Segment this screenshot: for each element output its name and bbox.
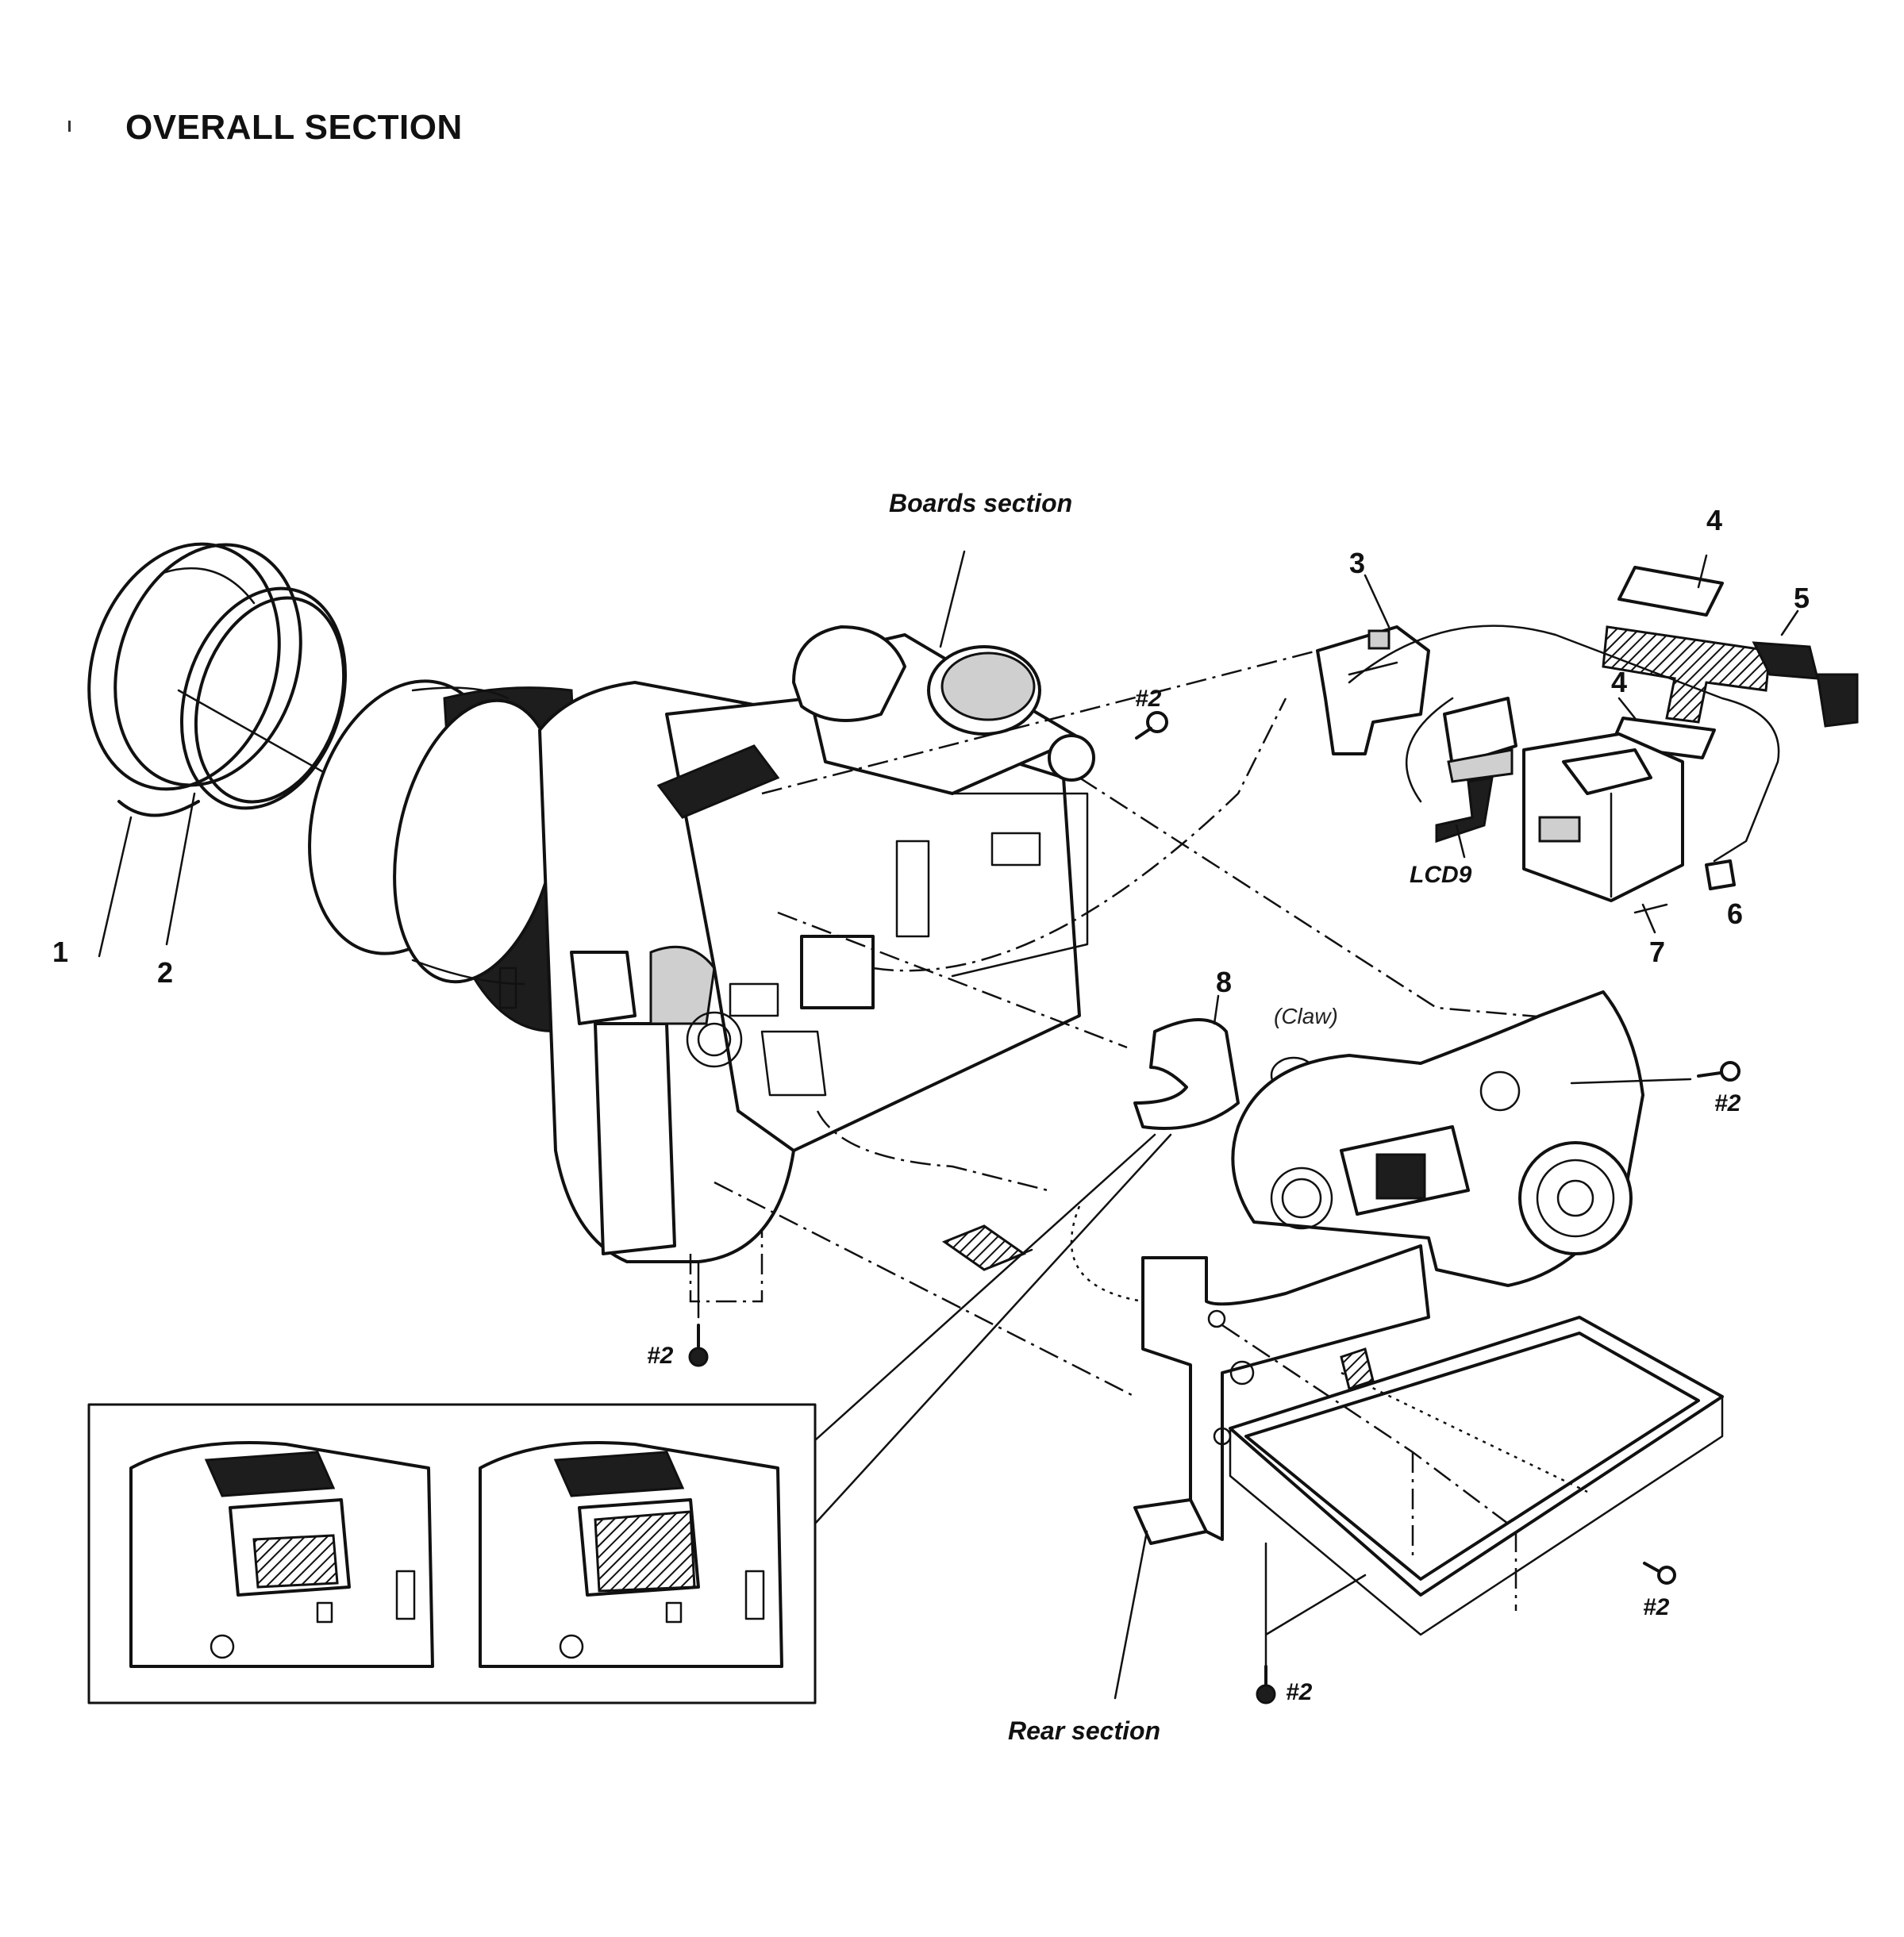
label-boards-section: Boards section bbox=[889, 489, 1072, 517]
screw-label-bottom: #2 bbox=[1286, 1679, 1313, 1705]
leader-5 bbox=[1780, 609, 1799, 636]
leader-rear bbox=[1114, 1530, 1148, 1700]
leader-lcd9 bbox=[1455, 824, 1466, 859]
part-7-viewfinder-block bbox=[1522, 732, 1684, 914]
flex-cable-path bbox=[1405, 697, 1454, 803]
callout-lcd9: LCD9 bbox=[1410, 862, 1472, 888]
screw-icon bbox=[688, 1324, 709, 1367]
guide-line bbox=[872, 698, 1287, 972]
flex-cable-path bbox=[1348, 625, 1780, 863]
leader-boards bbox=[939, 550, 966, 648]
guide-line bbox=[689, 1230, 764, 1303]
guide-line bbox=[761, 649, 1318, 795]
guide-line bbox=[777, 911, 1128, 1049]
label-rear-section: Rear section bbox=[1008, 1716, 1160, 1745]
lcd-monitor-panel bbox=[1229, 1316, 1724, 1636]
detail-inset bbox=[87, 1133, 1172, 1704]
callout-2: 2 bbox=[157, 956, 173, 989]
screw-icon bbox=[1697, 1061, 1741, 1082]
leader-4b bbox=[1617, 697, 1637, 720]
leader-7 bbox=[1641, 903, 1656, 934]
screw-label-lcd: #2 bbox=[1643, 1594, 1670, 1620]
screw-label-top: #2 bbox=[1135, 686, 1162, 712]
screw-label-right: #2 bbox=[1714, 1090, 1741, 1116]
callout-6: 6 bbox=[1727, 897, 1743, 930]
callout-5: 5 bbox=[1794, 582, 1810, 614]
guide-line bbox=[1070, 1205, 1144, 1303]
guide-line bbox=[714, 1181, 1136, 1398]
part-6-sheet bbox=[1705, 859, 1736, 890]
leader-8 bbox=[1213, 994, 1220, 1025]
callout-claw: (Claw) bbox=[1274, 1004, 1338, 1028]
callout-8: 8 bbox=[1216, 966, 1232, 998]
part-8-cushion bbox=[1133, 1018, 1240, 1130]
callout-4-upper: 4 bbox=[1706, 504, 1722, 536]
part-1-lens-hood bbox=[87, 542, 302, 817]
callout-7: 7 bbox=[1649, 936, 1665, 968]
part-5-flex-cable bbox=[1602, 625, 1859, 728]
page-title: OVERALL SECTION bbox=[125, 108, 463, 147]
guide-line bbox=[816, 1110, 1048, 1192]
callout-4-lower: 4 bbox=[1611, 666, 1627, 698]
rear-cover bbox=[1231, 990, 1644, 1287]
part-4-pad-upper bbox=[1617, 566, 1724, 617]
callout-1: 1 bbox=[52, 936, 68, 968]
detail-view-right bbox=[479, 1441, 783, 1668]
leader-screw-right bbox=[1570, 1078, 1692, 1085]
screw-icon bbox=[1643, 1562, 1676, 1585]
rear-bracket bbox=[1133, 1244, 1430, 1545]
leader-3 bbox=[1364, 574, 1390, 628]
boards-assembly bbox=[656, 625, 1095, 1152]
part-3-bracket bbox=[1316, 625, 1430, 755]
lcd9-viewfinder-display bbox=[1435, 697, 1517, 844]
callout-3: 3 bbox=[1349, 547, 1365, 579]
margin-mark bbox=[68, 121, 71, 132]
lens-barrel bbox=[308, 679, 589, 1032]
part-2-ring bbox=[179, 586, 348, 810]
leader-1 bbox=[98, 816, 133, 958]
leader-2 bbox=[165, 792, 196, 946]
leader-4a bbox=[1697, 554, 1708, 589]
screw-icon bbox=[1135, 711, 1168, 740]
screw-label-left: #2 bbox=[647, 1343, 674, 1369]
detail-view-left bbox=[129, 1441, 434, 1668]
leader-screw-bottom bbox=[1264, 1542, 1367, 1668]
screw-icon bbox=[1256, 1665, 1276, 1704]
axis-line bbox=[177, 689, 335, 779]
